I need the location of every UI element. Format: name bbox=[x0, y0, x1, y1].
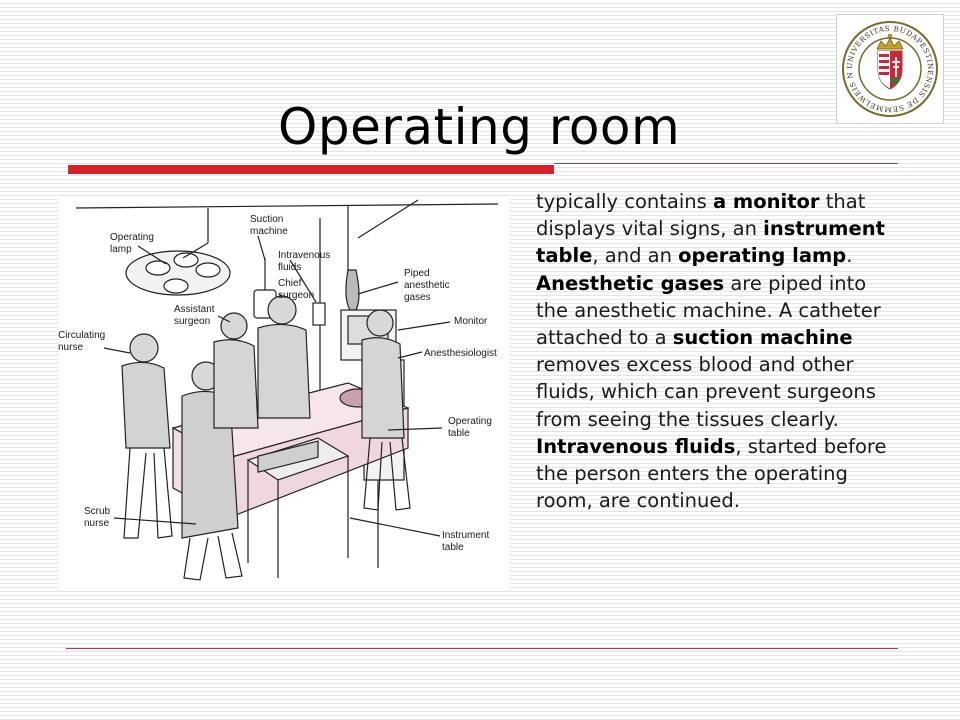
label-line: table bbox=[442, 542, 464, 553]
university-seal-logo: UNIVERSITAS BUDAPESTINENSIS DE SEMMELWEI… bbox=[833, 8, 944, 124]
label-assistant-surgeon: Assistant surgeon bbox=[174, 304, 217, 327]
label-suction-machine: Suction machine bbox=[250, 214, 288, 237]
label-line: surgeon bbox=[174, 316, 210, 327]
label-operating-lamp: Operating lamp bbox=[110, 232, 157, 255]
slide-title: Operating room bbox=[278, 98, 681, 156]
label-line: table bbox=[448, 428, 470, 439]
body-text-run: that displays vital signs, an bbox=[536, 190, 866, 241]
body-text: typically contains a monitor that displa… bbox=[536, 188, 898, 514]
label-piped-gases: Piped anesthetic gases bbox=[404, 268, 452, 303]
bottom-divider bbox=[66, 648, 898, 649]
body-text-emphasis: Intravenous fluids bbox=[536, 434, 736, 458]
seal-graphic: UNIVERSITAS BUDAPESTINENSIS DE SEMMELWEI… bbox=[833, 8, 938, 117]
title-underline-thin bbox=[554, 163, 898, 164]
label-line: machine bbox=[250, 226, 288, 237]
title-underline-red bbox=[68, 165, 554, 174]
body-text-run: , and an bbox=[592, 244, 679, 268]
illustration-labels: Operating lamp Suction machine Intraveno… bbox=[58, 214, 497, 553]
label-line: Assistant bbox=[174, 304, 215, 315]
label-line: Intravenous bbox=[278, 250, 330, 261]
label-line: fluids bbox=[278, 262, 301, 273]
body-text-run: are piped into the anesthetic machine. A… bbox=[536, 271, 881, 350]
body-text-emphasis: instrument table bbox=[536, 217, 885, 268]
label-line: lamp bbox=[110, 244, 132, 255]
label-line: Monitor bbox=[454, 316, 488, 327]
label-line: anesthetic bbox=[404, 280, 450, 291]
label-line: Operating bbox=[110, 232, 154, 243]
label-line: gases bbox=[404, 292, 431, 303]
label-line: nurse bbox=[58, 342, 83, 353]
operating-room-drawing: Operating lamp Suction machine Intraveno… bbox=[58, 199, 499, 581]
body-text-emphasis: a monitor bbox=[712, 190, 820, 213]
body-text-run: . bbox=[846, 244, 853, 268]
body-text-run: typically contains bbox=[536, 190, 713, 213]
label-line: Suction bbox=[250, 214, 283, 225]
body-text-run: , started before the person enters the o… bbox=[536, 434, 887, 513]
label-line: Instrument bbox=[442, 530, 489, 541]
label-circulating-nurse: Circulating nurse bbox=[58, 330, 108, 353]
body-text-emphasis: Anesthetic gases bbox=[536, 271, 725, 295]
label-line: Piped bbox=[404, 268, 430, 279]
label-line: Chief bbox=[278, 278, 302, 289]
label-line: Operating bbox=[448, 416, 492, 427]
label-instrument-table: Instrument table bbox=[442, 530, 492, 553]
body-text-emphasis: operating lamp bbox=[678, 244, 847, 268]
label-line: Circulating bbox=[58, 330, 105, 341]
label-chief-surgeon: Chief surgeon bbox=[278, 278, 314, 301]
label-operating-table: Operating table bbox=[448, 416, 495, 439]
label-line: Anesthesiologist bbox=[424, 348, 497, 359]
label-monitor: Monitor bbox=[454, 316, 488, 327]
label-anesthesiologist: Anesthesiologist bbox=[424, 348, 497, 359]
body-text-emphasis: suction machine bbox=[672, 326, 853, 350]
label-line: nurse bbox=[84, 518, 109, 529]
label-line: Scrub bbox=[84, 506, 111, 517]
label-intravenous-fluids: Intravenous fluids bbox=[278, 250, 333, 273]
body-text-run: removes excess blood and other fluids, w… bbox=[536, 353, 876, 431]
label-line: surgeon bbox=[278, 290, 314, 301]
label-scrub-nurse: Scrub nurse bbox=[84, 506, 113, 529]
operating-room-illustration: Operating lamp Suction machine Intraveno… bbox=[58, 198, 510, 588]
